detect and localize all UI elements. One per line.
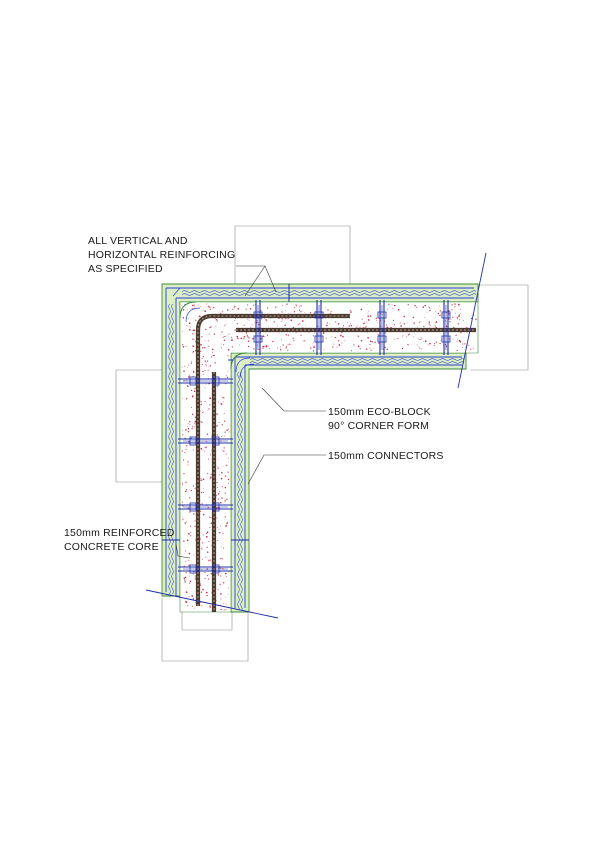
callout-reinforcing: ALL VERTICAL AND HORIZONTAL REINFORCING … — [88, 235, 235, 275]
corner-bends — [172, 287, 255, 379]
cut-lines — [145, 252, 487, 619]
callout-corner-form-line1: 150mm ECO-BLOCK — [328, 406, 431, 418]
leader-lines — [175, 265, 326, 559]
dimension-lines — [115, 225, 529, 662]
cut-line — [457, 252, 487, 389]
panel-facing-lines — [165, 287, 474, 608]
callout-reinforcing-line2: HORIZONTAL REINFORCING — [88, 249, 235, 261]
panel-edge-ticks — [162, 284, 290, 541]
callout-connectors-text: 150mm CONNECTORS — [328, 450, 444, 462]
callout-corner-form-line2: 90° CORNER FORM — [328, 420, 429, 432]
callout-reinforcing-line3: AS SPECIFIED — [88, 263, 163, 275]
callout-reinforcing-line1: ALL VERTICAL AND — [88, 235, 188, 247]
cut-line — [145, 589, 279, 619]
callout-corner-form: 150mm ECO-BLOCK 90° CORNER FORM — [328, 406, 431, 432]
callout-core-line2: CONCRETE CORE — [64, 541, 159, 553]
inner-insulation-panel — [230, 352, 467, 613]
callout-connectors: 150mm CONNECTORS — [328, 450, 444, 462]
rebar-bars — [195, 313, 476, 612]
callout-core: 150mm REINFORCED CONCRETE CORE — [64, 527, 175, 553]
insulation-wave-pattern — [168, 290, 477, 611]
connectors — [178, 300, 451, 574]
callout-core-line1: 150mm REINFORCED — [64, 527, 175, 539]
